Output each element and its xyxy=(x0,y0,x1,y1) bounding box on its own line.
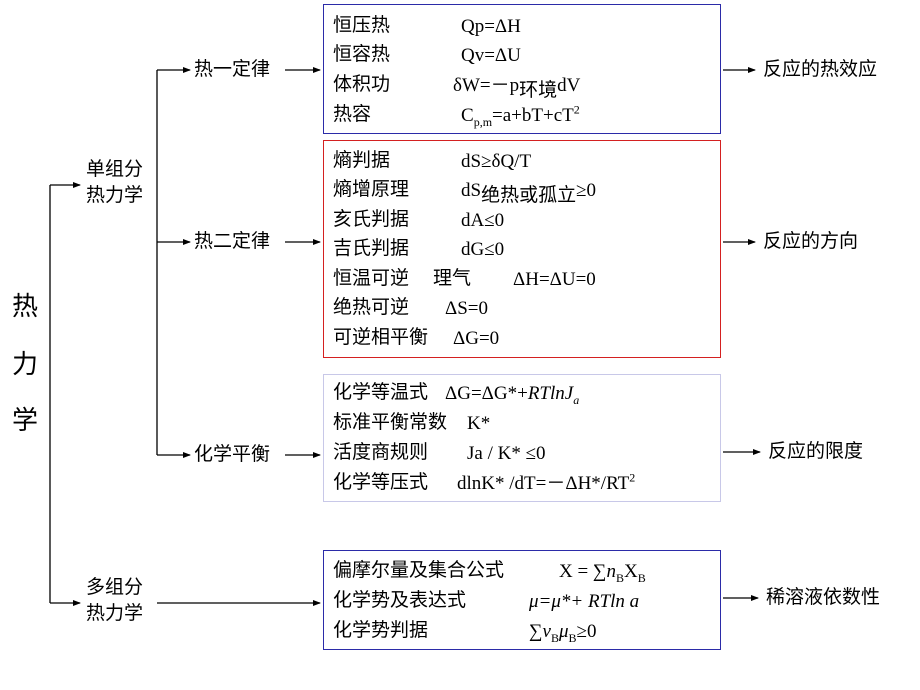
outcome-limit: 反应的限度 xyxy=(768,440,864,462)
law-second: 热二定律 xyxy=(194,230,271,252)
box4-r3-formula: ∑vBμB≥0 xyxy=(529,621,597,645)
root-char-1: 热 xyxy=(12,292,39,322)
box2-r3-formula: dA≤0 xyxy=(461,210,505,231)
box1-r1-label: 恒压热 xyxy=(333,14,391,36)
box3-r1-label: 化学等温式 xyxy=(333,381,429,403)
outcome-direction: 反应的方向 xyxy=(763,230,859,252)
box3-r4-label: 化学等压式 xyxy=(333,471,429,493)
root-char-3: 学 xyxy=(12,406,39,436)
root-char-2: 力 xyxy=(12,350,39,380)
box2-r2-label: 熵增原理 xyxy=(333,178,410,200)
box4-r2-label: 化学势及表达式 xyxy=(333,589,467,611)
first-law-box: 恒压热 Qp=ΔH 恒容热 Qv=ΔU 体积功 δW=－p环境dV 热容 Cp,… xyxy=(323,4,721,134)
branch-multi-line1: 多组分 xyxy=(86,576,144,598)
box2-r1-formula: dS≥δQ/T xyxy=(461,151,532,172)
box2-r7-formula: ΔG=0 xyxy=(453,328,500,349)
box1-r3-label: 体积功 xyxy=(333,73,391,95)
box1-r1-formula: Qp=ΔH xyxy=(461,16,521,37)
box1-r4-label: 热容 xyxy=(333,103,372,125)
box4-r1-formula: X = ∑nBXB xyxy=(559,561,646,585)
box4-r1-label: 偏摩尔量及集合公式 xyxy=(333,559,505,581)
branch-single-line2: 热力学 xyxy=(86,184,144,206)
box3-r2-formula: K* xyxy=(467,413,491,434)
box3-r3-formula: Ja / K* ≤0 xyxy=(467,443,546,464)
law-equilibrium: 化学平衡 xyxy=(194,443,271,465)
box2-r4-label: 吉氏判据 xyxy=(333,237,410,259)
box2-r5-formula: ΔH=ΔU=0 xyxy=(513,269,596,290)
box3-r2-label: 标准平衡常数 xyxy=(333,411,448,433)
box2-r3-label: 亥氏判据 xyxy=(333,208,410,230)
equilibrium-box: 化学等温式 ΔG=ΔG*+RTlnJa 标准平衡常数 K* 活度商规则 Ja /… xyxy=(323,374,721,502)
box2-r6-formula: ΔS=0 xyxy=(445,298,489,319)
outcome-colligative: 稀溶液依数性 xyxy=(766,586,881,608)
box1-r3-formula: δW=－p环境dV xyxy=(453,75,581,101)
box1-r2-formula: Qv=ΔU xyxy=(461,45,521,66)
box2-r7-label: 可逆相平衡 xyxy=(333,326,429,348)
box2-r1-label: 熵判据 xyxy=(333,149,391,171)
law-first: 热一定律 xyxy=(194,58,271,80)
box2-r5-label: 恒温可逆 xyxy=(333,267,410,289)
box2-r4-formula: dG≤0 xyxy=(461,239,505,260)
box3-r1-formula: ΔG=ΔG*+RTlnJa xyxy=(445,383,580,407)
box3-r3-label: 活度商规则 xyxy=(333,441,429,463)
box1-r2-label: 恒容热 xyxy=(333,43,391,65)
box2-r5-mid: 理气 xyxy=(433,267,472,289)
box2-r2-formula: dS绝热或孤立≥0 xyxy=(461,180,597,206)
box4-r2-formula: μ=μ*+ RTln a xyxy=(529,591,640,612)
multi-component-box: 偏摩尔量及集合公式 X = ∑nBXB 化学势及表达式 μ=μ*+ RTln a… xyxy=(323,550,721,650)
second-law-box: 熵判据 dS≥δQ/T 熵增原理 dS绝热或孤立≥0 亥氏判据 dA≤0 吉氏判… xyxy=(323,140,721,358)
box4-r3-label: 化学势判据 xyxy=(333,619,429,641)
box2-r6-label: 绝热可逆 xyxy=(333,296,410,318)
box1-r4-formula: Cp,m=a+bT+cT2 xyxy=(461,102,580,129)
branch-multi-line2: 热力学 xyxy=(86,602,144,624)
outcome-heat-effect: 反应的热效应 xyxy=(763,58,878,80)
branch-single-line1: 单组分 xyxy=(86,158,144,180)
box3-r4-formula: dlnK* /dT=－ΔH*/RT2 xyxy=(457,470,636,494)
